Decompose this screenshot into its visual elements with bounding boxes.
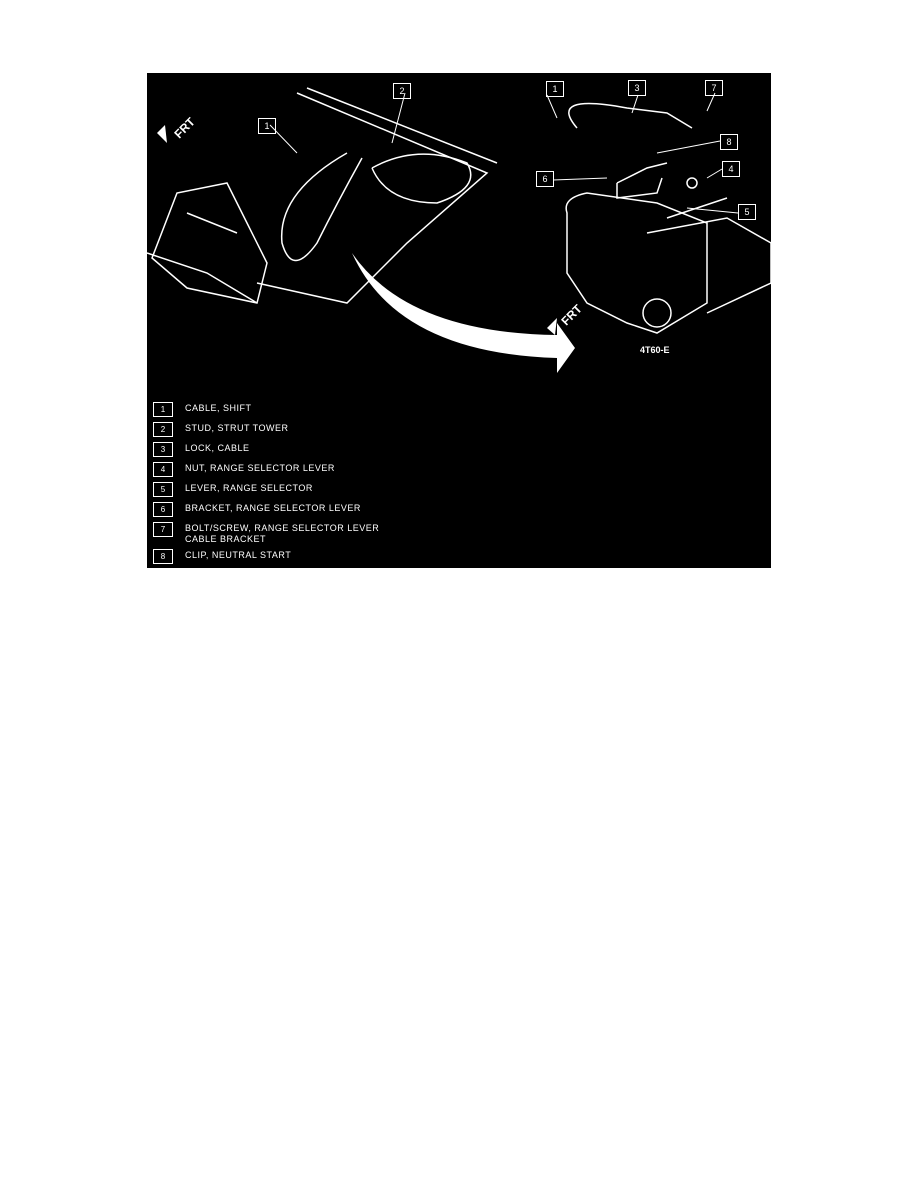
legend-text: BOLT/SCREW, RANGE SELECTOR LEVER CABLE B…	[185, 523, 380, 544]
left-engine-lines	[147, 212, 258, 304]
legend-number: 7	[153, 522, 173, 537]
callout-4-right: 4	[722, 161, 740, 177]
right-axle-seal	[642, 298, 672, 328]
model-label: 4T60-E	[640, 345, 670, 355]
leader-lines	[269, 92, 739, 214]
right-nut	[686, 177, 698, 189]
right-transaxle-case	[565, 192, 708, 334]
transition-arrow	[352, 253, 575, 373]
left-hood-line	[306, 87, 498, 164]
callout-8-right: 8	[720, 134, 738, 150]
callout-1-right: 1	[546, 81, 564, 97]
legend-text: BRACKET, RANGE SELECTOR LEVER	[185, 503, 361, 513]
right-bracket	[616, 177, 663, 199]
right-range-lever	[616, 162, 728, 219]
left-shift-cable	[280, 152, 363, 262]
legend-number: 3	[153, 442, 173, 457]
frt-arrow-right-icon	[547, 318, 557, 335]
callout-2-left: 2	[393, 83, 411, 99]
legend-number: 6	[153, 502, 173, 517]
callout-6-right: 6	[536, 171, 554, 187]
legend-text: STUD, STRUT TOWER	[185, 423, 289, 433]
left-fender-outline	[256, 92, 489, 304]
legend-number: 8	[153, 549, 173, 564]
legend-text: LEVER, RANGE SELECTOR	[185, 483, 313, 493]
right-valve-body	[646, 217, 771, 314]
legend-number: 2	[153, 422, 173, 437]
legend-number: 4	[153, 462, 173, 477]
left-strut-tower	[371, 153, 472, 204]
frt-arrow-left-icon	[157, 125, 167, 143]
legend-text: NUT, RANGE SELECTOR LEVER	[185, 463, 335, 473]
callout-1-left: 1	[258, 118, 276, 134]
diagram-line-art	[147, 87, 771, 373]
callout-5-right: 5	[738, 204, 756, 220]
left-transaxle	[151, 182, 268, 304]
legend-text: LOCK, CABLE	[185, 443, 250, 453]
legend-number: 1	[153, 402, 173, 417]
callout-7-right: 7	[705, 80, 723, 96]
legend-number: 5	[153, 482, 173, 497]
right-shift-cable	[568, 102, 693, 129]
legend-text: CABLE, SHIFT	[185, 403, 252, 413]
callout-3-right: 3	[628, 80, 646, 96]
legend-text: CLIP, NEUTRAL START	[185, 550, 292, 560]
